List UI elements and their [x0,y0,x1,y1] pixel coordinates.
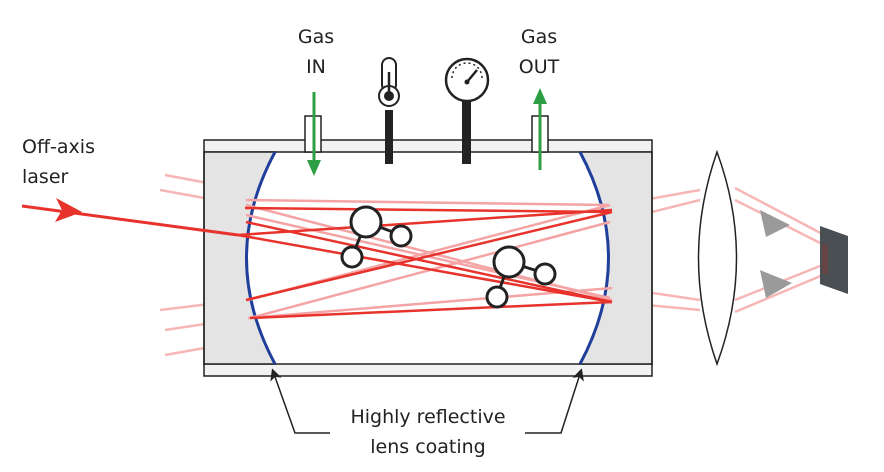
left-coating [245,151,277,365]
gas-out-label-line2: OUT [518,56,560,78]
gas-out-label-line1: Gas [520,26,558,48]
molecule-1 [340,205,413,269]
laser-label-line2: laser [22,166,69,188]
arrow-up-icon [533,88,547,170]
left-mirror [203,151,277,365]
cavity [203,139,653,377]
pressure-gauge-icon [444,57,490,164]
coating-label-line1: Highly reflective [350,406,506,428]
molecule-2 [485,245,557,309]
right-coating [578,151,610,365]
coating-label-line2: lens coating [370,436,486,458]
thermometer-icon [378,57,400,164]
beam-direction-arrow-lower [760,270,792,298]
gas-in-label-line2: IN [306,56,326,78]
laser-label-line1: Off-axis [22,136,95,158]
laser-arrowhead [55,198,82,222]
coating-callout-lines [270,368,584,434]
gas-in-label-line1: Gas [297,26,335,48]
focusing-lens [697,149,738,367]
detector [820,226,848,294]
arrow-down-icon [307,92,321,176]
incident-laser [21,204,239,237]
right-mirror [578,151,653,365]
reflected-beams [237,206,613,320]
beam-direction-arrow-upper [760,210,790,237]
reflected-beams-faint [245,198,613,320]
